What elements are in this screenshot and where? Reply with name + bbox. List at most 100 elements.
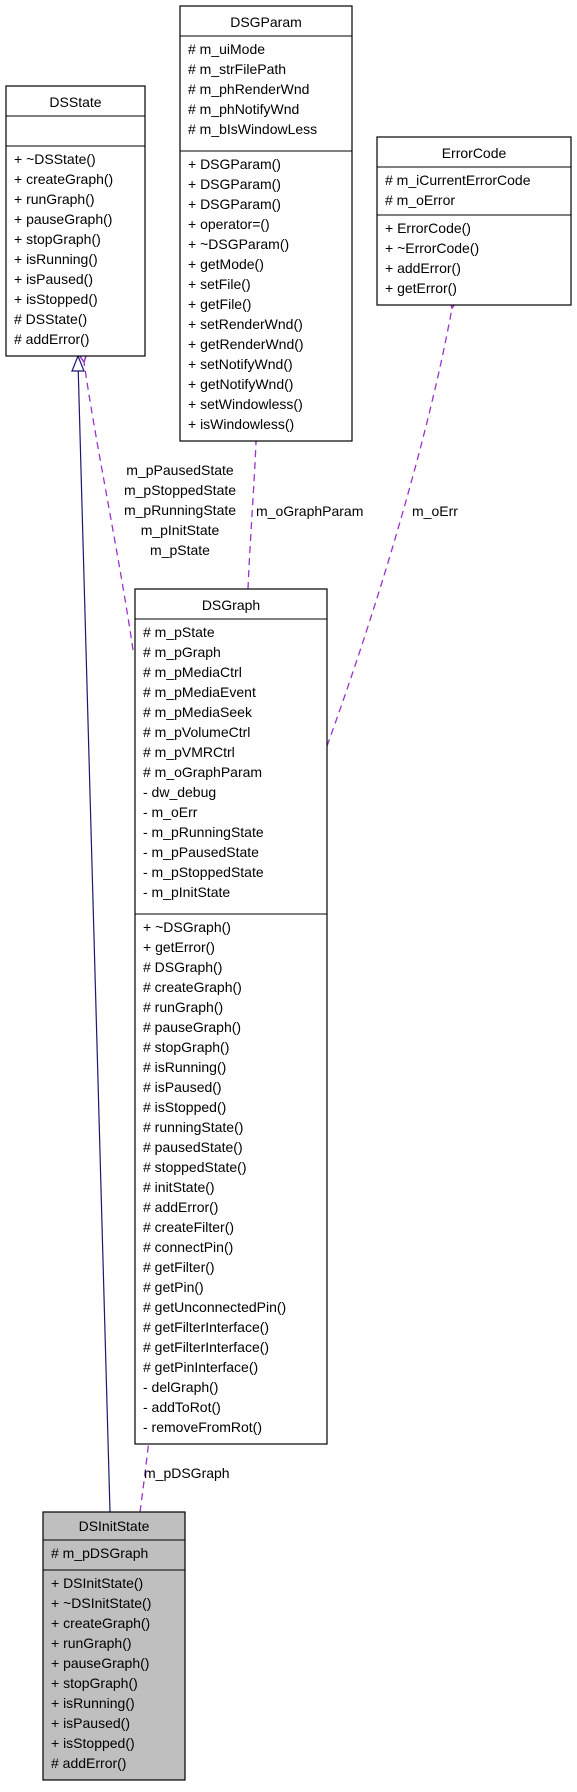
class-attribute: # m_bIsWindowLess: [188, 121, 317, 137]
class-method: + pauseGraph(): [14, 211, 112, 227]
edge-label: m_pInitState: [141, 522, 220, 538]
class-attribute: # m_strFilePath: [188, 61, 286, 77]
class-method: # addError(): [14, 331, 89, 347]
class-method: + createGraph(): [51, 1615, 150, 1631]
edge-label: m_oErr: [412, 503, 458, 519]
class-method: # getPin(): [143, 1279, 204, 1295]
inheritance-edge-dsinitstate-dsstate: [77, 361, 111, 1513]
class-method: + setFile(): [188, 276, 251, 292]
usage-edge-dsinitstate-dsgraph: [139, 1440, 149, 1513]
class-box: [376, 136, 572, 306]
class-method: + setNotifyWnd(): [188, 356, 293, 372]
class-method: + ~DSGraph(): [143, 919, 231, 935]
class-method: + runGraph(): [14, 191, 95, 207]
class-attribute: - m_pInitState: [143, 884, 230, 900]
class-method: + pauseGraph(): [51, 1655, 149, 1671]
class-name: DSGParam: [230, 14, 302, 30]
class-method: # initState(): [143, 1179, 215, 1195]
edge-label: m_pState: [150, 542, 210, 558]
class-method: + addError(): [385, 260, 461, 276]
class-method: + ErrorCode(): [385, 220, 471, 236]
class-method: + getError(): [143, 939, 215, 955]
class-box: [42, 1511, 186, 1781]
class-method: # runningState(): [143, 1119, 243, 1135]
class-method: + isPaused(): [14, 271, 93, 287]
class-attribute: # m_pDSGraph: [51, 1545, 148, 1561]
class-method: + operator=(): [188, 216, 270, 232]
class-method: # createFilter(): [143, 1219, 234, 1235]
class-method: # stoppedState(): [143, 1159, 247, 1175]
class-method: + DSGParam(): [188, 176, 281, 192]
class-attribute: # m_pState: [143, 624, 215, 640]
edge-label: m_oGraphParam: [256, 503, 363, 519]
class-method: # getPinInterface(): [143, 1359, 258, 1375]
class-method: # connectPin(): [143, 1239, 233, 1255]
edge-label: m_pRunningState: [124, 502, 236, 518]
class-method: # getFilterInterface(): [143, 1339, 269, 1355]
class-dsgraph[interactable]: DSGraph# m_pState# m_pGraph# m_pMediaCtr…: [134, 588, 328, 1445]
class-method: - addToRot(): [143, 1399, 221, 1415]
class-method: + isRunning(): [14, 251, 98, 267]
class-attribute: - m_pPausedState: [143, 844, 259, 860]
class-attribute: # m_iCurrentErrorCode: [385, 172, 531, 188]
usage-edge-dsgraph-dsgparam: [247, 442, 256, 590]
class-attribute: # m_phNotifyWnd: [188, 101, 299, 117]
class-method: # addError(): [51, 1755, 126, 1771]
class-method: # addError(): [143, 1199, 218, 1215]
class-method: + runGraph(): [51, 1635, 132, 1651]
class-dsinitstate[interactable]: DSInitState # m_pDSGraph + DSInitState() + …: [42, 1511, 186, 1781]
class-method: + createGraph(): [14, 171, 113, 187]
class-box: [134, 588, 328, 1445]
class-method: + DSGParam(): [188, 156, 281, 172]
class-attribute: # m_phRenderWnd: [188, 81, 309, 97]
class-name: DSGraph: [202, 597, 260, 613]
class-attribute: # m_pMediaCtrl: [143, 664, 242, 680]
class-method: + stopGraph(): [51, 1675, 138, 1691]
class-method: + getNotifyWnd(): [188, 376, 293, 392]
class-method: # runGraph(): [143, 999, 223, 1015]
edge-labels: m_pPausedState m_pStoppedState m_pRunnin…: [124, 462, 458, 1481]
class-attribute: # m_uiMode: [188, 41, 265, 57]
class-method: # isRunning(): [143, 1059, 226, 1075]
edge-label: m_pPausedState: [126, 462, 234, 478]
class-method: # DSState(): [14, 311, 87, 327]
class-method: # pauseGraph(): [143, 1019, 241, 1035]
class-errorcode[interactable]: ErrorCode# m_iCurrentErrorCode# m_oError…: [376, 136, 572, 306]
class-attribute: # m_pVolumeCtrl: [143, 724, 250, 740]
class-method: + isStopped(): [14, 291, 98, 307]
class-method: + getRenderWnd(): [188, 336, 304, 352]
class-method: + DSGParam(): [188, 196, 281, 212]
usage-edge-dsgraph-errorcode: [326, 308, 452, 747]
class-method: + setRenderWnd(): [188, 316, 303, 332]
class-name: DSState: [49, 94, 101, 110]
class-method: + isStopped(): [51, 1735, 135, 1751]
class-method: + isRunning(): [51, 1695, 135, 1711]
class-method: + ~DSInitState(): [51, 1595, 151, 1611]
edge-label: m_pDSGraph: [144, 1465, 230, 1481]
class-method: # DSGraph(): [143, 959, 222, 975]
class-dsstate[interactable]: DSState+ ~DSState()+ createGraph()+ runG…: [5, 85, 146, 357]
class-attribute: # m_oGraphParam: [143, 764, 262, 780]
class-box: [5, 85, 146, 357]
class-method: + setWindowless(): [188, 396, 303, 412]
class-attribute: # m_pMediaEvent: [143, 684, 256, 700]
class-method: + ~DSGParam(): [188, 236, 289, 252]
edge-label: m_pStoppedState: [124, 482, 236, 498]
inheritance-arrowhead: [71, 354, 85, 372]
class-method: # isPaused(): [143, 1079, 222, 1095]
class-dsparam[interactable]: DSGParam # m_uiMode # m_strFilePath # m_phR…: [179, 5, 353, 442]
class-method: # getFilter(): [143, 1259, 215, 1275]
class-method: + getFile(): [188, 296, 251, 312]
class-name: DSInitState: [79, 1518, 150, 1534]
class-method: + ~ErrorCode(): [385, 240, 479, 256]
class-attribute: - dw_debug: [143, 784, 216, 800]
class-method: # getUnconnectedPin(): [143, 1299, 286, 1315]
class-method: # isStopped(): [143, 1099, 226, 1115]
class-method: + getError(): [385, 280, 457, 296]
class-method: + DSInitState(): [51, 1575, 143, 1591]
class-name: ErrorCode: [442, 145, 507, 161]
class-method: + isPaused(): [51, 1715, 130, 1731]
class-box: [179, 5, 353, 442]
class-attribute: - m_pStoppedState: [143, 864, 264, 880]
